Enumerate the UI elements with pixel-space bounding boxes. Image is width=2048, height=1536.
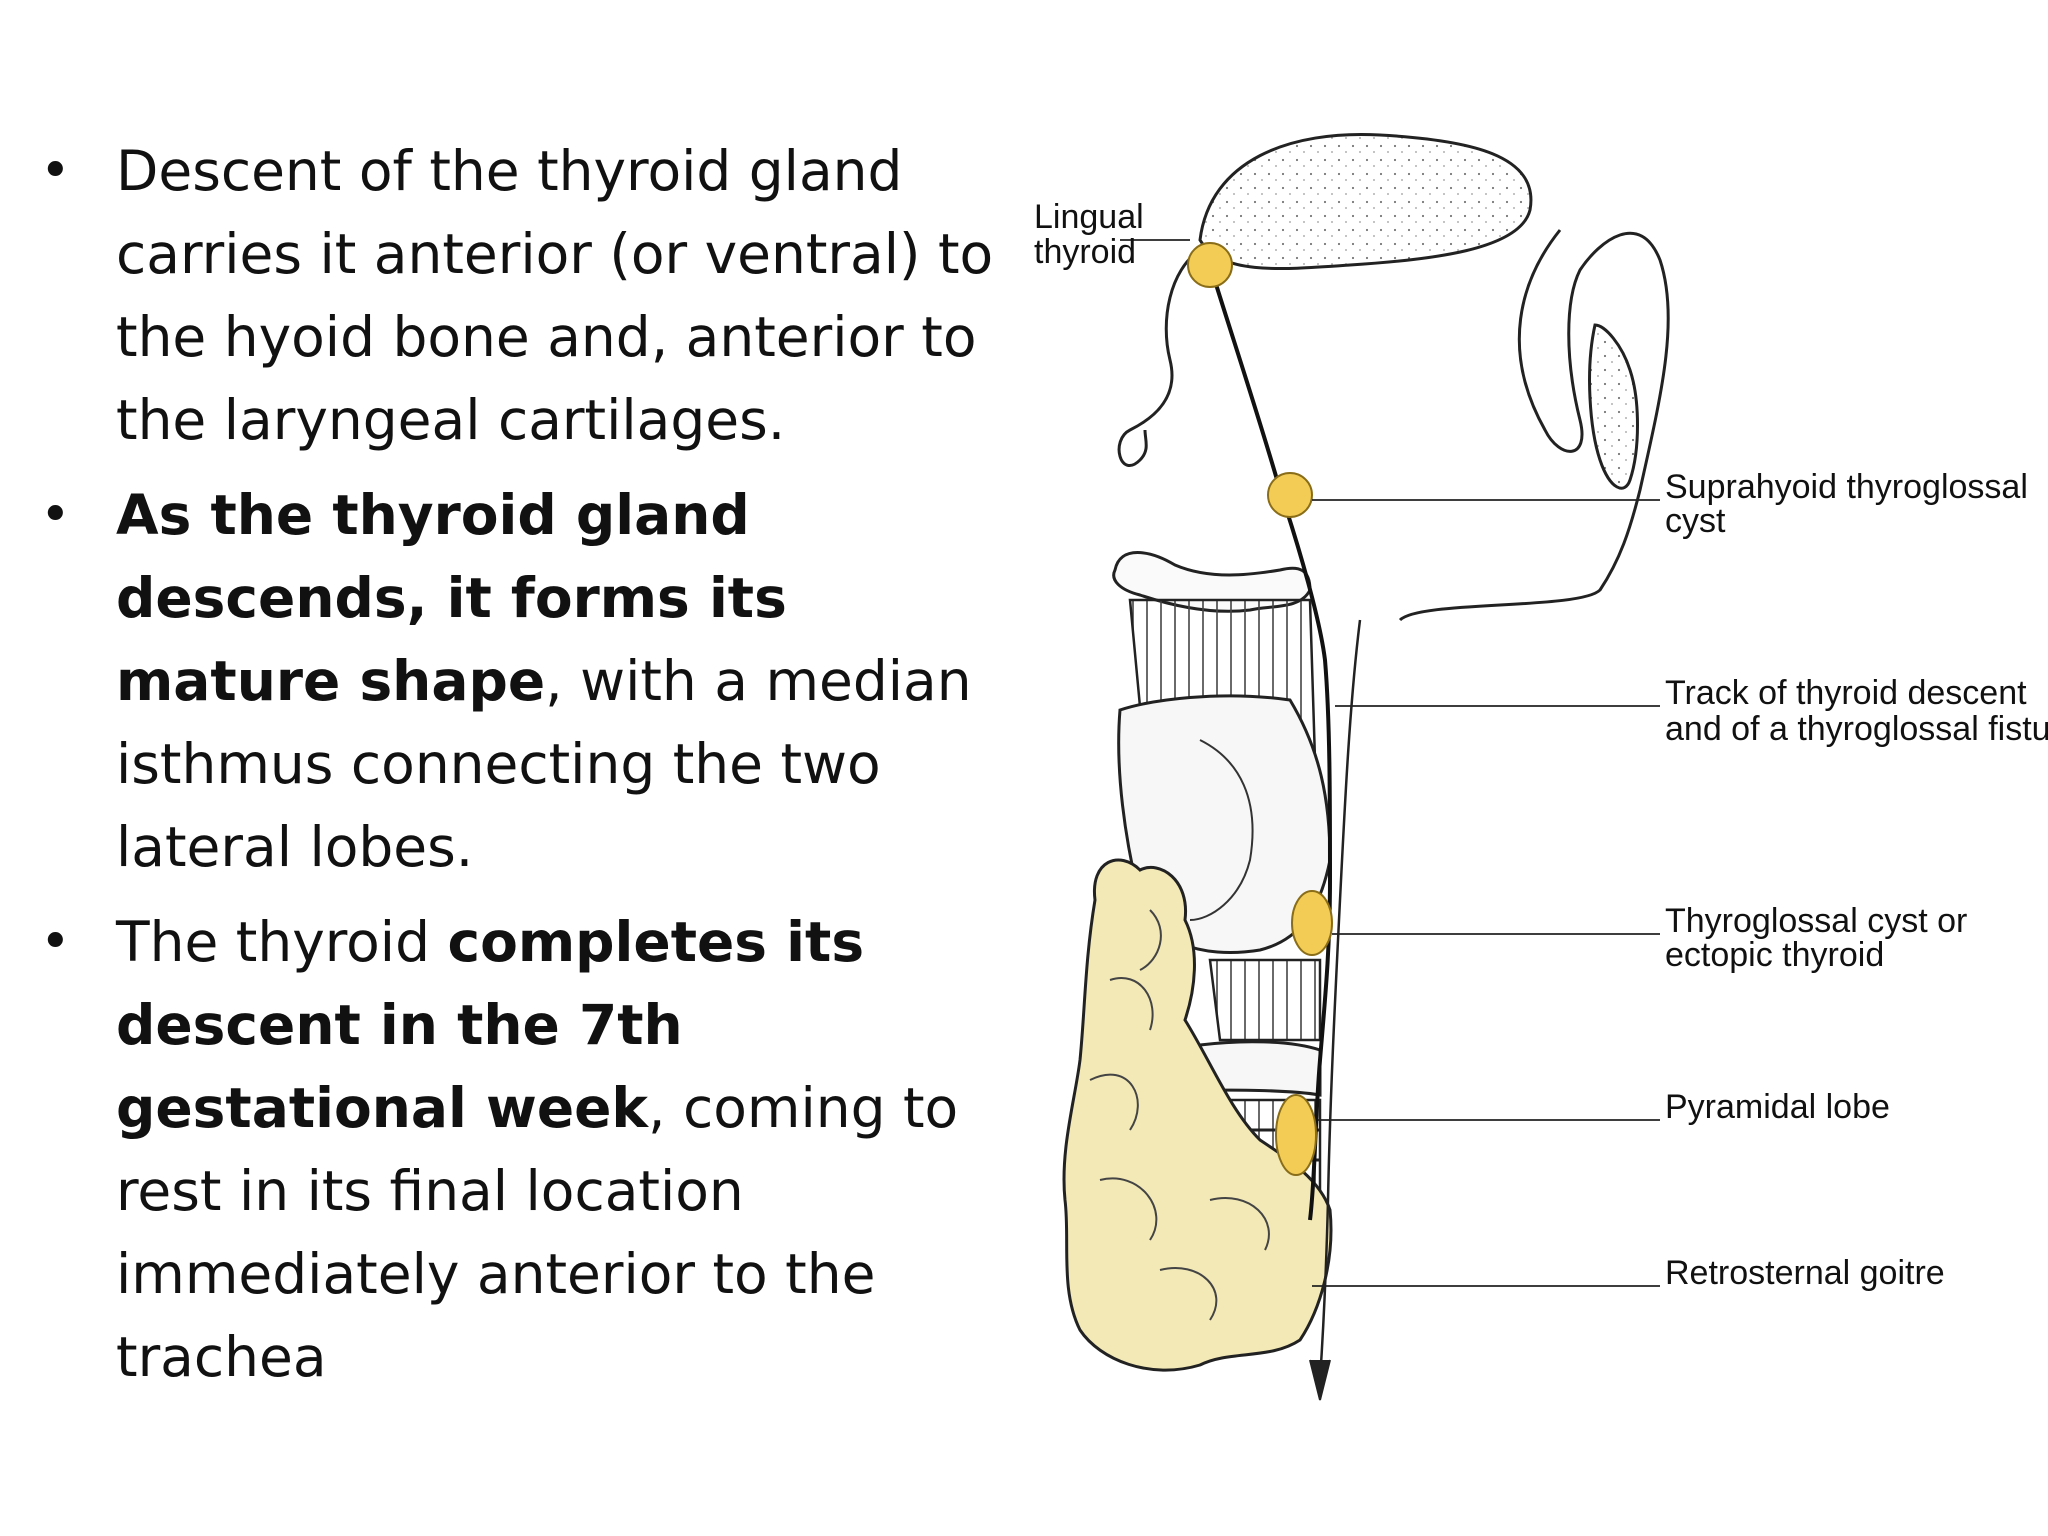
label-retrosternal-goitre: Retrosternal goitre <box>1665 1254 1945 1292</box>
tongue-outline <box>1198 132 1533 271</box>
thyroid-descent-diagram: Lingual thyroid Suprahyoid thyroglossal … <box>1034 132 2048 1401</box>
bullet-item-completion: • The thyroid completes its descent in t… <box>40 901 1000 1399</box>
svg-text:and of a thyroglossal fistula: and of a thyroglossal fistula <box>1665 710 2048 748</box>
cricothyroid-membrane <box>1208 958 1322 1042</box>
bullet-bold-text: completes its descent in the 7th gestati… <box>116 910 865 1140</box>
descent-track <box>1208 264 1333 1221</box>
label-track-of-descent: Track of thyroid descent and of a thyrog… <box>1665 674 2048 748</box>
svg-text:Track of thyroid descent: Track of thyroid descent <box>1665 674 2027 712</box>
bullet-item-shape: • As the thyroid gland descends, it form… <box>40 474 1000 889</box>
bullet-text: As the thyroid gland descends, it forms … <box>116 483 972 879</box>
bullet-dot: • <box>40 141 71 201</box>
label-suprahyoid-cyst: Suprahyoid thyroglossal cyst <box>1665 468 2028 540</box>
mouth-outline <box>1117 248 1201 467</box>
suprahyoid-cyst-node <box>1267 472 1313 518</box>
svg-text:ectopic thyroid: ectopic thyroid <box>1665 936 1884 974</box>
pharynx-outline <box>1398 229 1670 622</box>
thyroid-lobe <box>1062 858 1333 1372</box>
svg-text:Pyramidal lobe: Pyramidal lobe <box>1665 1088 1890 1126</box>
thyroglossal-cyst-node <box>1291 890 1333 956</box>
svg-text:thyroid: thyroid <box>1034 233 1136 271</box>
retrosternal-path <box>1318 619 1362 1381</box>
bullet-item-descent: • Descent of the thyroid gland carries i… <box>40 130 1000 462</box>
svg-text:Thyroglossal cyst or: Thyroglossal cyst or <box>1665 902 1967 940</box>
bullet-bold-text: As the thyroid gland descends, it forms … <box>116 483 787 713</box>
svg-text:cyst: cyst <box>1665 502 1726 540</box>
bullet-list: • Descent of the thyroid gland carries i… <box>40 130 1000 1411</box>
epiglottis-outline <box>1588 323 1639 490</box>
lingual-thyroid-node <box>1187 242 1233 288</box>
bullet-dot: • <box>40 912 71 972</box>
bullet-text: Descent of the thyroid gland carries it … <box>116 139 994 452</box>
label-pyramidal-lobe: Pyramidal lobe <box>1665 1088 1890 1126</box>
bullet-text: The thyroid completes its descent in the… <box>116 910 959 1389</box>
bullet-dot: • <box>40 485 71 545</box>
label-lingual-thyroid: Lingual thyroid <box>1034 198 1144 271</box>
svg-text:Retrosternal goitre: Retrosternal goitre <box>1665 1254 1945 1292</box>
pyramidal-lobe-node <box>1275 1094 1317 1176</box>
label-thyroglossal-cyst: Thyroglossal cyst or ectopic thyroid <box>1665 902 1967 974</box>
descent-arrow-icon <box>1309 1359 1331 1401</box>
svg-text:Suprahyoid thyroglossal: Suprahyoid thyroglossal <box>1665 468 2028 506</box>
svg-text:Lingual: Lingual <box>1034 198 1144 236</box>
